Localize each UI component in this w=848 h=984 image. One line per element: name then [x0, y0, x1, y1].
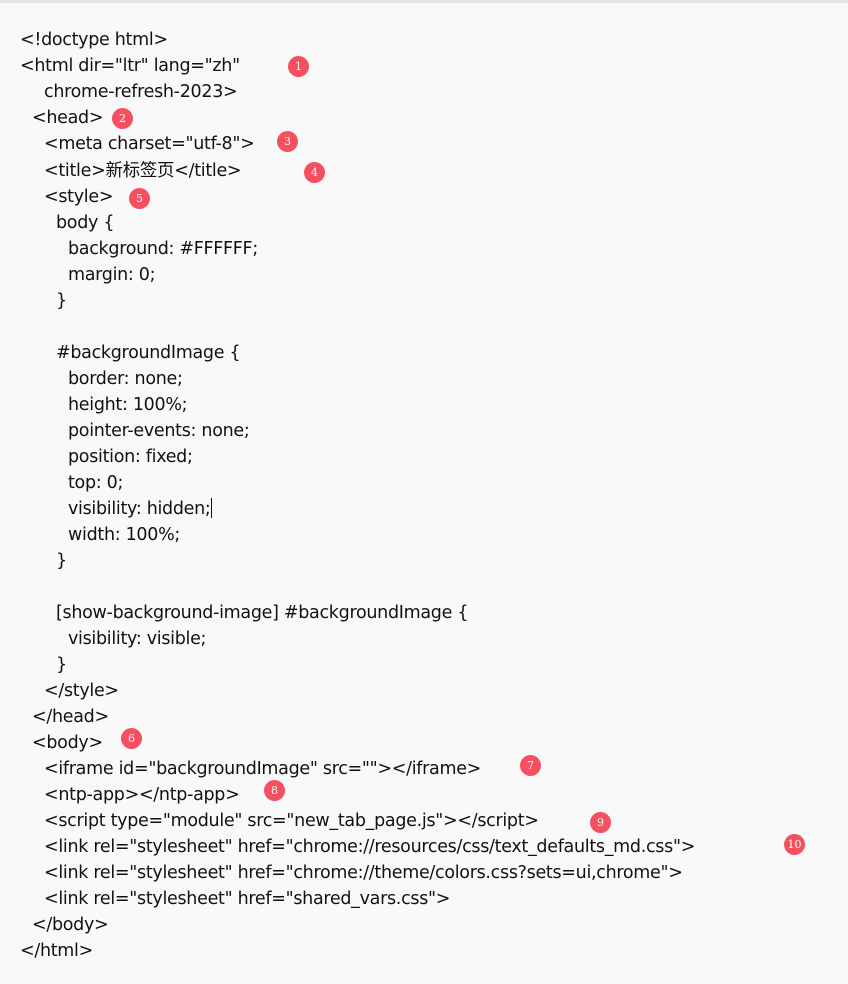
annotation-badge: 3	[277, 131, 298, 152]
code-line: <head>	[32, 108, 104, 128]
code-line: </html>	[20, 941, 93, 961]
text-cursor	[210, 498, 212, 518]
code-line: visibility: visible;	[68, 629, 207, 649]
code-line: width: 100%;	[68, 525, 181, 545]
code-line: <script type="module" src="new_tab_page.…	[44, 811, 539, 831]
code-line: <iframe id="backgroundImage" src=""></if…	[44, 759, 482, 779]
code-line: </head>	[32, 707, 109, 727]
code-line: background: #FFFFFF;	[68, 239, 258, 259]
code-line: <html dir="ltr" lang="zh"	[20, 56, 240, 76]
code-line: </style>	[44, 681, 119, 701]
annotation-badge: 7	[520, 755, 541, 776]
code-line: pointer-events: none;	[68, 421, 250, 441]
code-line: }	[56, 291, 67, 311]
top-border	[0, 0, 848, 3]
code-line: top: 0;	[68, 473, 124, 493]
annotation-badge: 2	[112, 108, 133, 129]
code-line: margin: 0;	[68, 265, 156, 285]
code-line: <link rel="stylesheet" href="chrome://th…	[44, 863, 683, 883]
annotation-badge: 8	[264, 780, 285, 801]
code-line: <link rel="stylesheet" href="shared_vars…	[44, 889, 451, 909]
code-line: [show-background-image] #backgroundImage…	[56, 603, 469, 623]
code-line: }	[56, 551, 67, 571]
annotation-badge: 10	[784, 834, 805, 855]
code-line: border: none;	[68, 369, 183, 389]
code-line-with-cursor: visibility: hidden;	[68, 496, 212, 522]
code-line: height: 100%;	[68, 395, 188, 415]
code-line: chrome-refresh-2023>	[44, 82, 238, 102]
code-line: #backgroundImage {	[56, 343, 241, 363]
code-line: <body>	[32, 733, 103, 753]
code-line: </body>	[32, 915, 109, 935]
annotation-badge: 6	[121, 728, 142, 749]
code-line: <link rel="stylesheet" href="chrome://re…	[44, 837, 696, 857]
code-line: }	[56, 655, 67, 675]
code-line: <title>新标签页</title>	[44, 161, 242, 181]
annotation-badge: 9	[590, 812, 611, 833]
annotation-badge: 4	[304, 162, 325, 183]
code-line: body {	[56, 213, 115, 233]
annotation-badge: 1	[288, 56, 309, 77]
code-line: <style>	[44, 187, 114, 207]
code-line: <meta charset="utf-8">	[44, 134, 255, 154]
annotation-badge: 5	[129, 188, 150, 209]
code-line: position: fixed;	[68, 447, 193, 467]
code-line: <ntp-app></ntp-app>	[44, 785, 240, 805]
code-line: <!doctype html>	[20, 30, 168, 50]
code-text: visibility: hidden;	[68, 499, 211, 519]
